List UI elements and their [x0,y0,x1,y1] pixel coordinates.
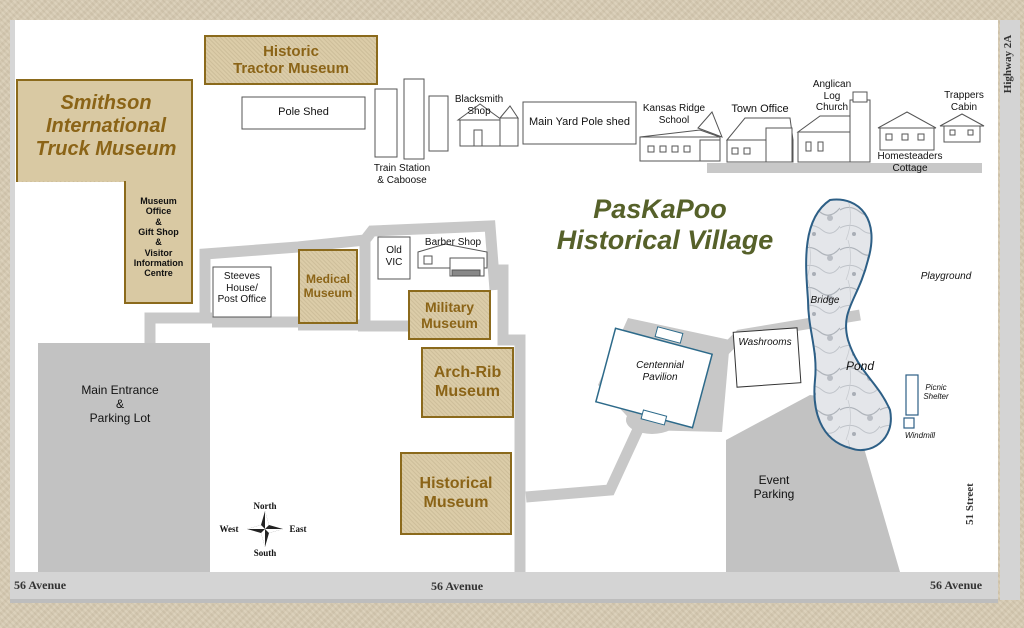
historic-tractor-museum[interactable]: Historic Tractor Museum [204,35,378,85]
homesteaders-cottage-label: Homesteaders Cottage [877,151,943,174]
anglican-church-sketch [796,91,871,163]
smithson-truck-museum-label: Smithson International Truck Museum [35,92,177,160]
blacksmith-shop-label: Blacksmith Shop [454,94,504,117]
kansas-ridge-school-sketch [639,111,723,162]
train-station-3 [428,95,449,152]
town-office-label: Town Office [731,103,789,115]
historical-museum[interactable]: Historical Museum [400,452,512,535]
washrooms-label: Washrooms [738,337,792,348]
old-vic-building [377,236,411,280]
street-51-street: 51 Street [964,483,976,525]
road-56-avenue [10,572,998,600]
military-museum[interactable]: Military Museum [408,290,491,340]
blacksmith-shop-sketch [456,103,519,147]
train-station-1 [374,88,398,158]
main-entrance-lot [38,343,210,572]
compass-rose-icon [247,511,283,547]
street-56-avenue-mid: 56 Avenue [431,579,484,593]
highway-2a-road [1000,20,1020,600]
event-parking-label: Event Parking [753,473,795,501]
arch-rib-museum-label: Arch-Rib Museum [433,364,502,400]
barber-shop-label: Barber Shop [424,237,482,248]
pole-shed [241,96,366,130]
train-station-2 [403,78,425,160]
main-yard-pole-shed-label: Main Yard Pole shed [528,116,631,128]
trappers-cabin-sketch [939,113,985,143]
street-56-avenue-right: 56 Avenue [930,578,983,592]
military-museum-label: Military Museum [421,298,478,331]
train-station-label: Train Station & Caboose [373,163,431,186]
old-vic-label: Old VIC [385,245,403,268]
kansas-ridge-school-label: Kansas Ridge School [642,103,706,126]
main-entrance-label: Main Entrance & Parking Lot [81,383,159,425]
pond [805,198,892,451]
main-yard-pole-shed [522,101,637,145]
windmill [903,417,915,429]
historical-museum-label: Historical Museum [419,475,493,511]
arch-rib-museum[interactable]: Arch-Rib Museum [421,347,514,418]
steeves-house-label: Steeves House/ Post Office [217,271,267,305]
bridge-label: Bridge [810,295,840,306]
steeves-house-building [212,266,272,318]
compass-north-label: North [253,501,277,511]
compass-east-label: East [289,524,307,534]
medical-museum-label: Medical Museum [303,271,353,300]
village-paths [144,220,861,572]
homesteaders-cottage-sketch [877,111,937,151]
map-title-line1: PasKaPoo [593,194,727,224]
town-office-sketch [725,117,794,163]
washrooms-building [732,327,802,388]
anglican-church-label: Anglican Log Church [812,79,852,113]
pond-label: Pond [845,359,875,373]
street-56-avenue-left: 56 Avenue [14,578,67,592]
compass-south-label: South [253,548,277,558]
medical-museum[interactable]: Medical Museum [298,249,358,324]
historic-tractor-museum-label: Historic Tractor Museum [233,42,349,77]
picnic-shelter [905,374,919,416]
centennial-pavilion-label: Centennial Pavilion [636,360,684,383]
barber-shop-sketch [417,243,488,277]
compass-west-label: West [219,524,239,534]
windmill-label: Windmill [904,431,936,440]
trappers-cabin-label: Trappers Cabin [944,90,984,113]
map-title-line2: Historical Village [556,225,774,255]
pole-shed-label: Pole Shed [278,106,329,118]
street-highway-2a: Highway 2A [1002,34,1014,94]
museum-office-label: Museum Office & Gift Shop & Visitor Info… [133,196,184,279]
picnic-shelter-label: Picnic Shelter [923,383,949,402]
playground-label: Playground [920,271,972,282]
